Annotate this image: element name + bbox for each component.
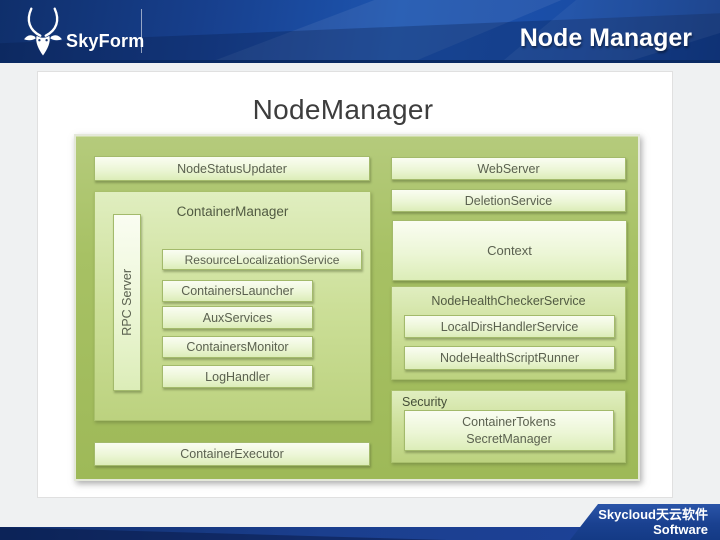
skyform-logo: SkyForm bbox=[16, 4, 144, 60]
node-health-script-runner-box: NodeHealthScriptRunner bbox=[404, 346, 615, 370]
skycloud-brand-line2: Software bbox=[653, 522, 708, 537]
security-box: Security ContainerTokens SecretManager bbox=[391, 390, 626, 463]
aux-services-label: AuxServices bbox=[202, 310, 273, 325]
slide-header-title: Node Manager bbox=[519, 24, 692, 52]
containers-launcher-label: ContainersLauncher bbox=[181, 284, 294, 298]
local-dirs-handler-service-box: LocalDirsHandlerService bbox=[404, 315, 615, 338]
node-status-updater-label: NodeStatusUpdater bbox=[177, 161, 287, 176]
diagram-title: NodeManager bbox=[252, 94, 434, 125]
logo-separator-line bbox=[141, 9, 142, 53]
security-label: Security bbox=[402, 395, 448, 409]
web-server-box: WebServer bbox=[391, 157, 626, 180]
secret-manager-label: SecretManager bbox=[466, 431, 552, 446]
antelope-logo-icon bbox=[24, 7, 62, 56]
deletion-service-label: DeletionService bbox=[464, 193, 553, 208]
skycloud-brand-line1: Skycloud天云软件 bbox=[598, 507, 708, 522]
node-health-script-runner-label: NodeHealthScriptRunner bbox=[440, 351, 579, 365]
local-dirs-handler-service-label: LocalDirsHandlerService bbox=[440, 319, 579, 334]
rpc-server-box: RPC Server bbox=[113, 214, 141, 391]
skycloud-footer-logo: Skycloud天云软件 Software bbox=[570, 504, 720, 540]
node-status-updater-box: NodeStatusUpdater bbox=[94, 156, 370, 181]
deletion-service-box: DeletionService bbox=[391, 189, 626, 212]
container-tokens-label: ContainerTokens bbox=[462, 414, 556, 429]
container-executor-box: ContainerExecutor bbox=[94, 442, 370, 466]
node-health-checker-service-box: NodeHealthCheckerService LocalDirsHandle… bbox=[391, 286, 626, 380]
logo-brand-text: SkyForm bbox=[66, 31, 145, 51]
resource-localization-service-box: ResourceLocalizationService bbox=[162, 249, 362, 270]
container-manager-label: ContainerManager bbox=[176, 204, 289, 219]
slide-canvas: NodeManager NodeStatusUpdater ContainerM… bbox=[37, 71, 673, 498]
nodemanager-outer-box: NodeStatusUpdater ContainerManager RPC S… bbox=[74, 134, 640, 481]
aux-services-box: AuxServices bbox=[162, 306, 313, 329]
containers-launcher-box: ContainersLauncher bbox=[162, 280, 313, 302]
node-health-checker-service-label: NodeHealthCheckerService bbox=[431, 294, 586, 308]
context-box: Context bbox=[392, 220, 627, 281]
context-label: Context bbox=[487, 243, 532, 258]
container-executor-label: ContainerExecutor bbox=[180, 447, 284, 461]
resource-localization-service-label: ResourceLocalizationService bbox=[184, 252, 340, 267]
containers-monitor-label: ContainersMonitor bbox=[186, 340, 289, 354]
rpc-server-label: RPC Server bbox=[120, 269, 134, 336]
containers-monitor-box: ContainersMonitor bbox=[162, 336, 313, 358]
log-handler-box: LogHandler bbox=[162, 365, 313, 388]
slide-header-banner: SkyForm Node Manager bbox=[0, 0, 720, 63]
web-server-label: WebServer bbox=[477, 161, 540, 176]
container-manager-box: ContainerManager RPC Server ResourceLoca… bbox=[94, 191, 371, 421]
footer-bar bbox=[0, 527, 720, 540]
log-handler-label: LogHandler bbox=[205, 369, 270, 384]
container-tokens-secret-manager-box: ContainerTokens SecretManager bbox=[404, 410, 614, 451]
